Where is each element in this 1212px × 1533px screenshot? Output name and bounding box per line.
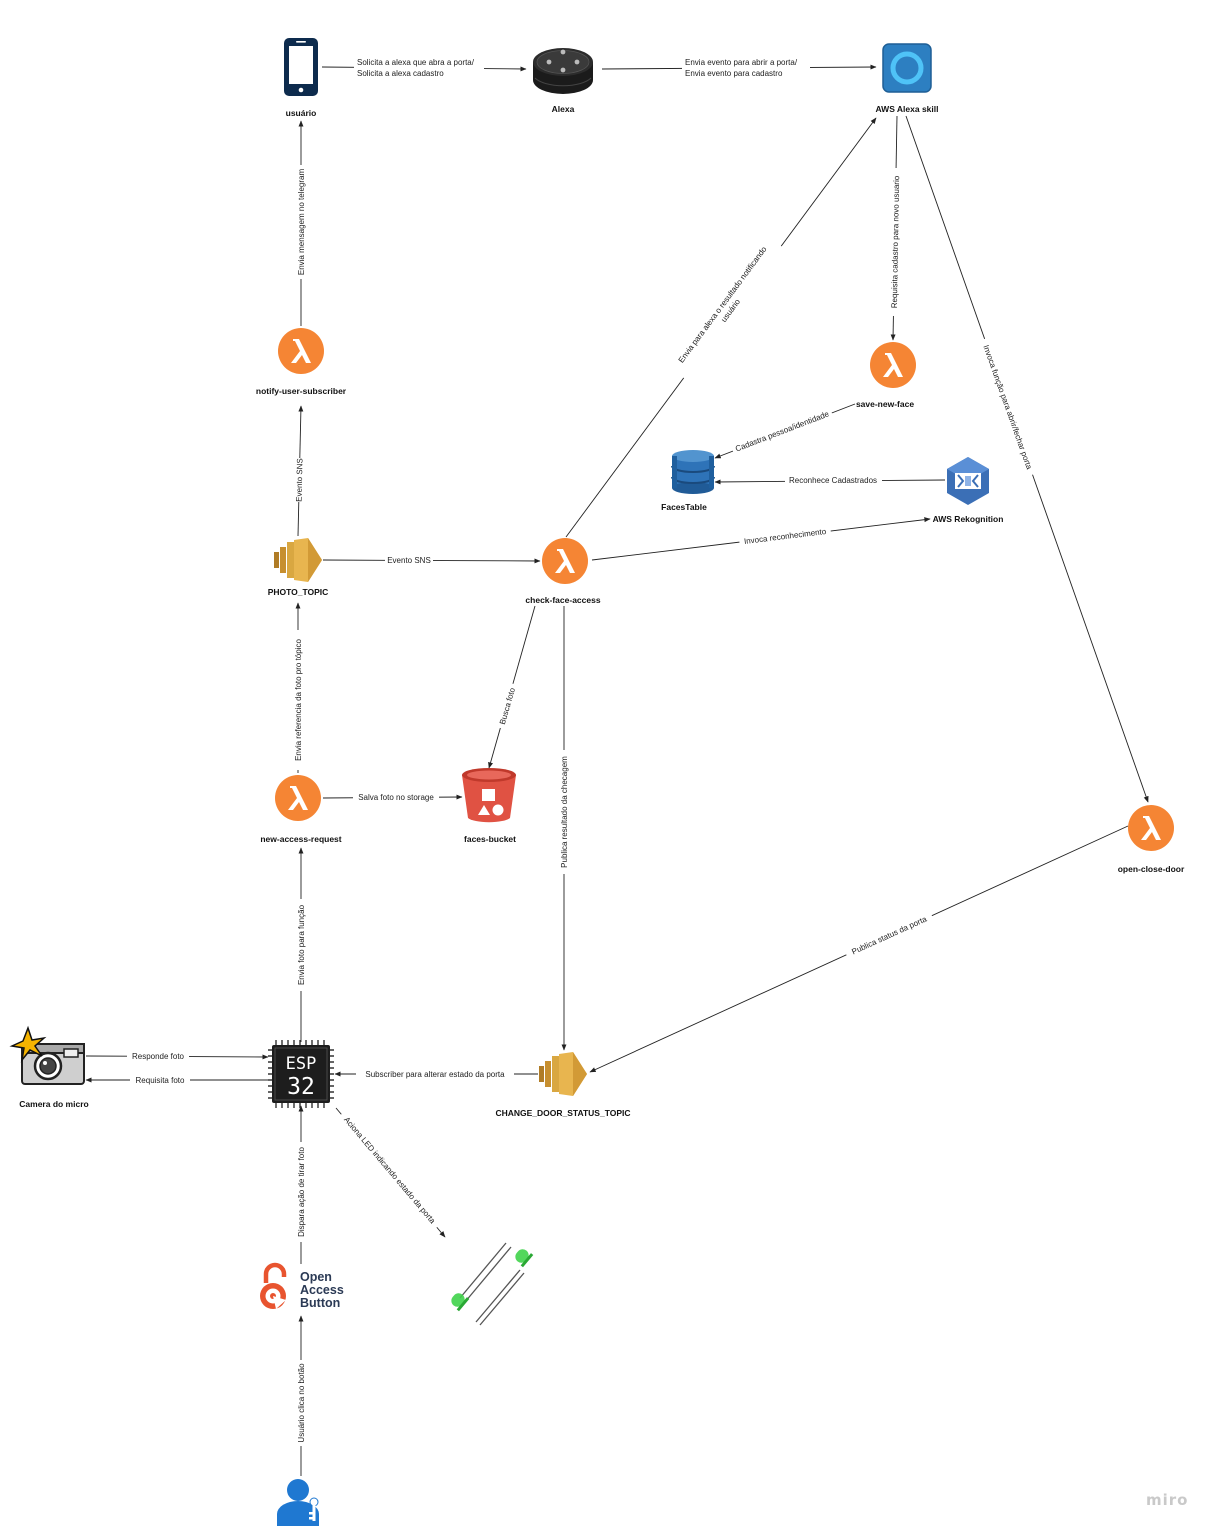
- usuario-node[interactable]: usuário: [284, 38, 318, 118]
- esp32-chip-icon: ESP 32: [268, 1040, 334, 1108]
- photo-topic-node[interactable]: PHOTO_TOPIC: [268, 538, 329, 597]
- edge-label-user-alexa-2: Solicita a alexa cadastro: [357, 69, 444, 78]
- alexa-skill-node[interactable]: AWS Alexa skill: [876, 43, 939, 114]
- photo-topic-label: PHOTO_TOPIC: [268, 587, 329, 597]
- edge-labels: Solicita a alexa que abra a porta/ Solic…: [127, 57, 1038, 1446]
- edge-label-check-change: Publica resultado da checagem: [560, 756, 569, 868]
- check-face-access-label: check-face-access: [525, 595, 600, 605]
- edges: [85, 64, 1149, 1476]
- person-node[interactable]: [277, 1479, 319, 1526]
- edge-label-door-change: Publica status da porta: [850, 914, 928, 956]
- edge-label-button-esp: Dispara ação de tirar foto: [297, 1147, 306, 1237]
- change-door-status-topic-label: CHANGE_DOOR_STATUS_TOPIC: [495, 1108, 630, 1118]
- edge-label-esp-led: Aciona LED indicando estado da porta: [342, 1115, 437, 1226]
- faces-bucket-node[interactable]: faces-bucket: [462, 768, 516, 844]
- rekognition-label: AWS Rekognition: [933, 514, 1004, 524]
- rekognition-icon: [947, 457, 989, 505]
- edge-label-change-esp: Subscriber para alterar estado da porta: [365, 1070, 505, 1079]
- dynamodb-icon: [671, 450, 715, 494]
- led-icon: [451, 1242, 534, 1326]
- camera-label: Camera do micro: [19, 1099, 88, 1109]
- esp32-node[interactable]: ESP 32: [268, 1040, 334, 1108]
- esp32-text-line1: ESP: [286, 1054, 317, 1074]
- smartphone-icon: [284, 38, 318, 96]
- s3-bucket-icon: [462, 768, 516, 823]
- alexa-skill-icon: [882, 43, 932, 93]
- notify-user-subscriber-label: notify-user-subscriber: [256, 386, 347, 396]
- open-access-button-text-2: Access: [300, 1283, 344, 1297]
- person-key-icon: [277, 1479, 319, 1526]
- open-access-button-text-1: Open: [300, 1270, 332, 1284]
- edge-label-esp-camera: Requisita foto: [136, 1076, 185, 1085]
- sns-icon: [274, 538, 322, 582]
- change-door-status-topic-node[interactable]: CHANGE_DOOR_STATUS_TOPIC: [495, 1052, 631, 1118]
- edge-label-topic-notify: Evento SNS: [295, 458, 305, 502]
- open-close-door-node[interactable]: open-close-door: [1118, 805, 1185, 874]
- save-new-face-label: save-new-face: [856, 399, 914, 409]
- edge-label-check-rek: Invoca reconhecimento: [743, 527, 827, 546]
- edge-label-esp-request: Envia foto para função: [297, 904, 306, 985]
- lambda-icon: [870, 342, 916, 388]
- edge-label-request-bucket: Salva foto no storage: [358, 793, 434, 802]
- alexa-node[interactable]: Alexa: [533, 48, 593, 114]
- faces-bucket-label: faces-bucket: [464, 834, 516, 844]
- edge-label-request-topic: Envia referencia da foto pro tópico: [294, 639, 303, 761]
- lambda-icon: [542, 538, 588, 584]
- open-access-button-text-3: Button: [300, 1296, 340, 1310]
- lambda-icon: [278, 328, 324, 374]
- open-close-door-label: open-close-door: [1118, 864, 1185, 874]
- flash-star-icon: [9, 1025, 47, 1063]
- edge-label-rek-table: Reconhece Cadastrados: [789, 476, 877, 485]
- edge-label-user-alexa-1: Solicita a alexa que abra a porta/: [357, 58, 475, 67]
- sns-icon: [539, 1052, 587, 1096]
- usuario-label: usuário: [286, 108, 317, 118]
- alexa-skill-label: AWS Alexa skill: [876, 104, 939, 114]
- open-lock-icon: [260, 1262, 287, 1309]
- edge-label-save-table: Cadastra pessoa/identidade: [734, 409, 831, 453]
- new-access-request-label: new-access-request: [260, 834, 341, 844]
- edge-label-notify-user: Envia mensagem no telegram: [297, 169, 306, 276]
- edge-label-topic-check: Evento SNS: [387, 556, 431, 565]
- edge-label-skill-save: Requisita cadastro para novo usuario: [890, 175, 901, 308]
- edge-label-user-button: Usuário clica no botão: [297, 1363, 306, 1443]
- miro-watermark: miro: [1146, 1491, 1188, 1509]
- notify-user-subscriber-node[interactable]: notify-user-subscriber: [256, 328, 347, 396]
- check-face-access-node[interactable]: check-face-access: [525, 538, 601, 605]
- save-new-face-node[interactable]: save-new-face: [856, 342, 916, 409]
- lambda-icon: [275, 775, 321, 821]
- edge-label-camera-esp: Responde foto: [132, 1052, 185, 1061]
- led-node[interactable]: [448, 1242, 534, 1326]
- edge-label-alexa-skill-2: Envia evento para cadastro: [685, 69, 783, 78]
- edge-label-check-skill-1: Envia para alexa o resultado notificando: [677, 244, 769, 364]
- open-access-button-node[interactable]: Open Access Button: [260, 1262, 344, 1310]
- lambda-icon: [1128, 805, 1174, 851]
- edge-label-skill-door: Invoca função para abrir/fechar porta: [981, 344, 1033, 471]
- new-access-request-node[interactable]: new-access-request: [260, 775, 342, 844]
- camera-node[interactable]: Camera do micro: [9, 1025, 89, 1109]
- esp32-text-line2: 32: [287, 1074, 315, 1100]
- alexa-label: Alexa: [552, 104, 575, 114]
- rekognition-node[interactable]: AWS Rekognition: [933, 457, 1004, 524]
- faces-table-node[interactable]: FacesTable: [661, 450, 715, 512]
- edge-label-alexa-skill-1: Envia evento para abrir a porta/: [685, 58, 798, 67]
- echo-dot-icon: [533, 48, 593, 94]
- faces-table-label: FacesTable: [661, 502, 707, 512]
